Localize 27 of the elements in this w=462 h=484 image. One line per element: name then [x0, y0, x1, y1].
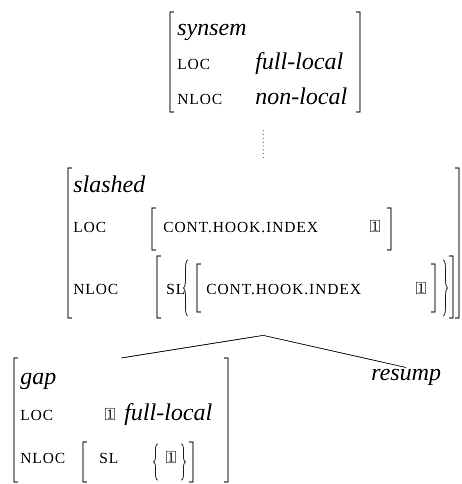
tag-box: 1: [166, 450, 176, 464]
feature-label: LOC: [74, 222, 106, 232]
tag-box: 1: [370, 220, 380, 232]
feature-label: SL: [167, 284, 184, 294]
feature-label: SL: [100, 452, 118, 464]
feature-label: LOC: [20, 410, 52, 420]
type-label: resump: [372, 368, 440, 386]
tree-branch: [120, 335, 264, 358]
feature-label: NLOC: [74, 284, 118, 294]
dotted-line: [262, 130, 264, 160]
tag-box: 1: [416, 282, 426, 294]
tree-branch: [262, 335, 406, 368]
feature-label: NLOC: [178, 94, 222, 104]
type-label: full-local: [124, 403, 212, 426]
type-label: gap: [20, 372, 56, 390]
feature-label: CONT.HOOK.INDEX: [164, 222, 318, 232]
avm-matrix: [170, 12, 360, 112]
tag-box: 1: [105, 408, 115, 420]
type-label: synsem: [178, 24, 246, 40]
avm-matrix: [68, 168, 460, 318]
avm-matrix: [14, 358, 228, 482]
feature-label: LOC: [178, 58, 210, 70]
type-label: full-local: [255, 52, 343, 74]
feature-label: CONT.HOOK.INDEX: [206, 284, 361, 294]
feature-label: NLOC: [20, 452, 64, 464]
type-label: slashed: [74, 175, 146, 192]
type-label: non-local: [256, 87, 347, 104]
